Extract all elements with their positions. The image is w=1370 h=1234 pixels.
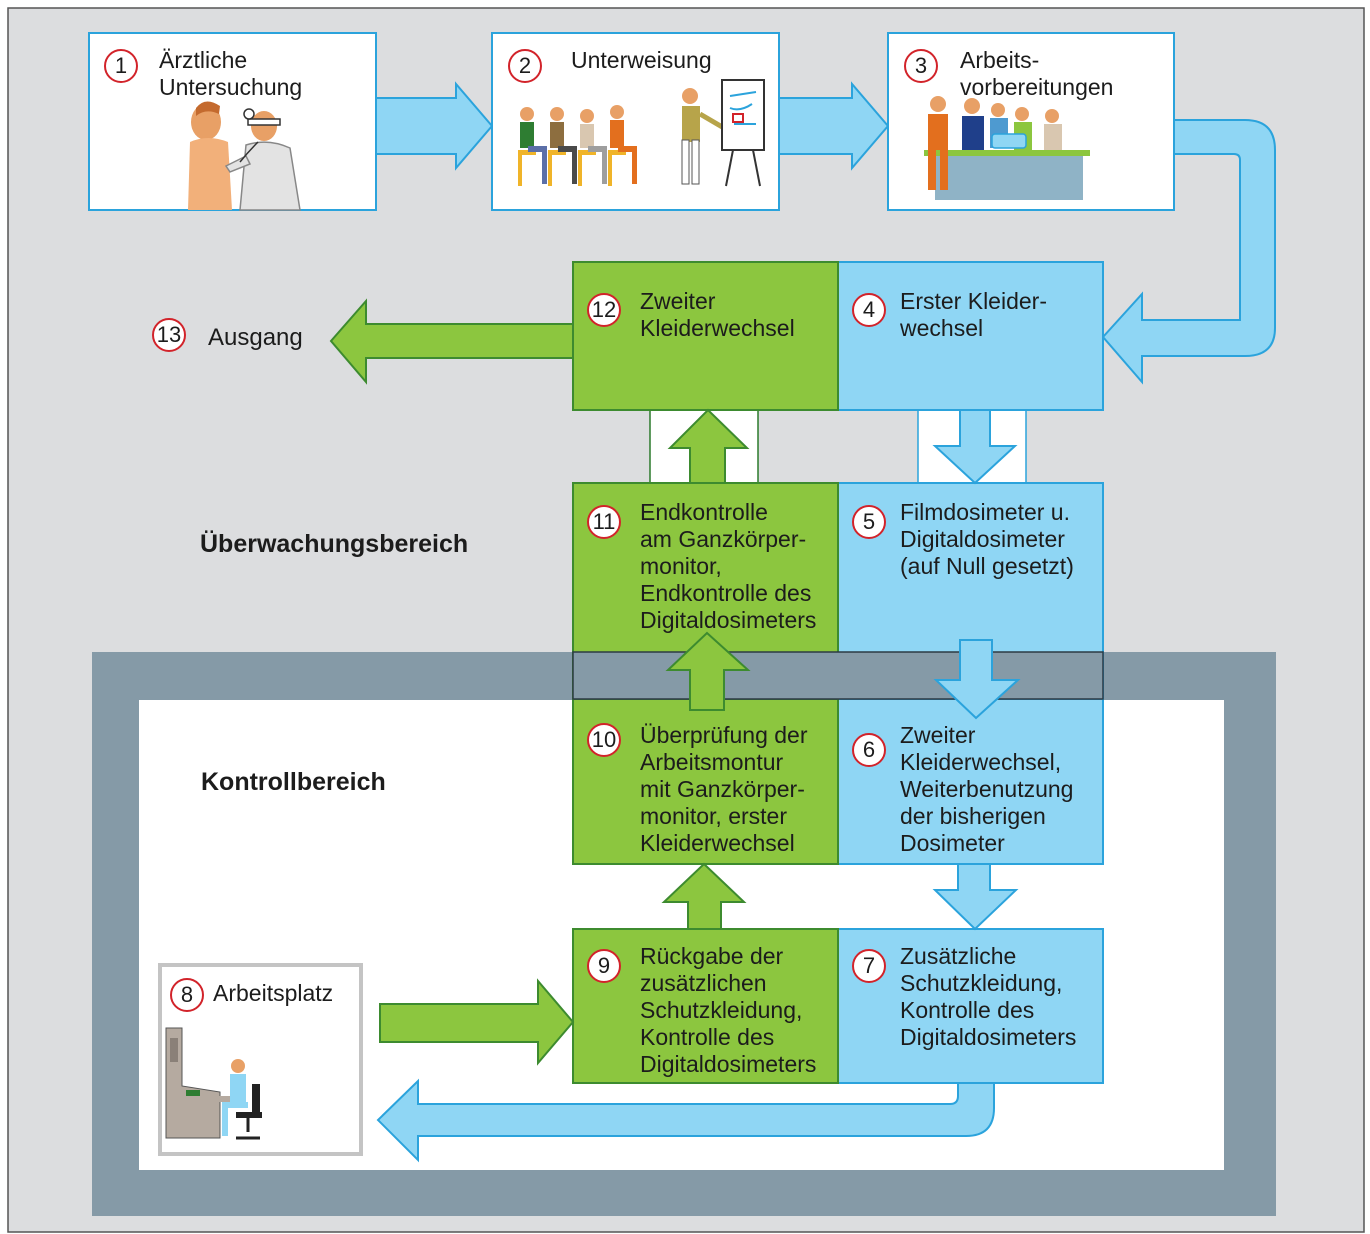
arrow-10-to-11 xyxy=(665,631,751,711)
box-step-12 xyxy=(572,261,839,411)
step-10-label: Überprüfung der Arbeitsmontur mit Ganzkö… xyxy=(640,722,808,856)
box-step-4 xyxy=(837,261,1104,411)
arrow-7-to-8 xyxy=(376,1078,995,1163)
step-9-number: 9 xyxy=(587,949,621,983)
step-11-label: Endkontrolle am Ganzkörper- monitor, End… xyxy=(640,499,817,633)
arrow-3-to-4 xyxy=(1101,119,1276,385)
step-1-label: Ärztliche Untersuchung xyxy=(159,47,303,100)
arrow-12-to-13 xyxy=(329,298,574,385)
arrow-11-to-12 xyxy=(667,408,750,484)
arrow-9-to-10 xyxy=(661,862,747,930)
step-8-number: 8 xyxy=(170,978,204,1012)
step-6-label: Zweiter Kleiderwechsel, Weiterbenutzung … xyxy=(900,722,1074,856)
arrow-1-to-2 xyxy=(375,81,494,171)
arrow-6-to-7 xyxy=(932,863,1019,931)
step-4-label: Erster Kleider- wechsel xyxy=(900,288,1047,341)
monitoring-area-label: Überwachungsbereich xyxy=(200,530,469,558)
arrow-5-to-6 xyxy=(933,639,1021,720)
step-10-number: 10 xyxy=(587,723,621,757)
step-13-label: Ausgang xyxy=(208,324,303,351)
step-2-number: 2 xyxy=(508,49,542,83)
step-11-number: 11 xyxy=(587,505,621,539)
step-5-number: 5 xyxy=(852,505,886,539)
box-step-10 xyxy=(572,698,839,865)
instruction-illustration xyxy=(518,79,765,187)
step-12-number: 12 xyxy=(587,293,621,327)
step-6-number: 6 xyxy=(852,733,886,767)
work-preparation-illustration xyxy=(924,96,1090,200)
step-4-number: 4 xyxy=(852,293,886,327)
medical-exam-illustration xyxy=(188,101,301,211)
step-7-label: Zusätzliche Schutzkleidung, Kontrolle de… xyxy=(900,943,1077,1050)
control-area-label: Kontrollbereich xyxy=(201,768,386,796)
step-12-label: Zweiter Kleiderwechsel xyxy=(640,288,795,341)
arrow-2-to-3 xyxy=(778,81,890,171)
step-2-label: Unterweisung xyxy=(571,47,712,73)
arrow-8-to-9 xyxy=(379,978,575,1066)
step-7-number: 7 xyxy=(852,949,886,983)
step-5-label: Filmdosimeter u. Digitaldosimeter (auf N… xyxy=(900,499,1074,579)
step-13-number: 13 xyxy=(152,318,186,352)
step-9-label: Rückgabe der zusätzlichen Schutzkleidung… xyxy=(640,943,817,1077)
control-border-band xyxy=(572,651,1104,700)
box-step-6 xyxy=(837,698,1104,865)
arrow-4-to-5 xyxy=(932,409,1018,485)
step-8-label: Arbeitsplatz xyxy=(213,980,334,1006)
step-3-number: 3 xyxy=(904,49,938,83)
workplace-illustration xyxy=(165,1027,262,1140)
step-3-label: Arbeits- vorbereitungen xyxy=(960,47,1114,100)
step-1-number: 1 xyxy=(104,49,138,83)
